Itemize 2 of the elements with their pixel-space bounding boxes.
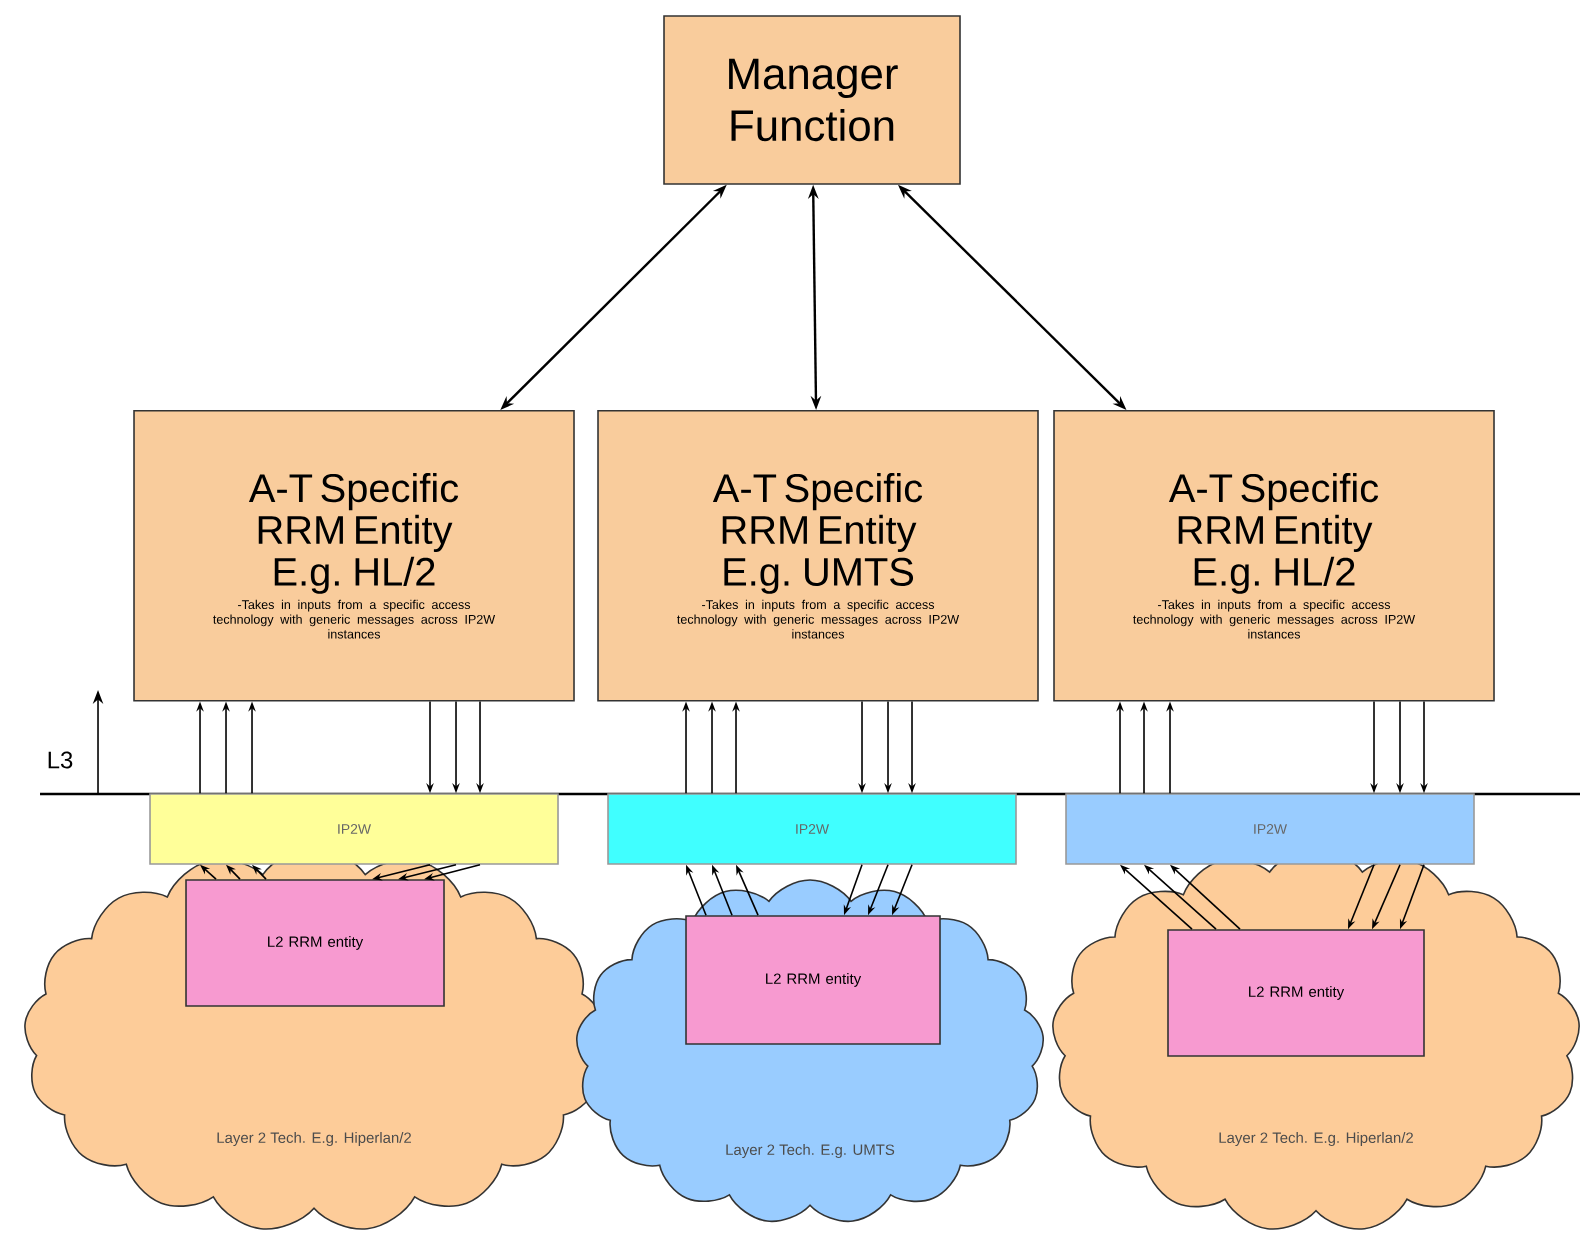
manager-box: Manager Function bbox=[663, 15, 961, 185]
layer-label: L3 bbox=[48, 751, 73, 769]
